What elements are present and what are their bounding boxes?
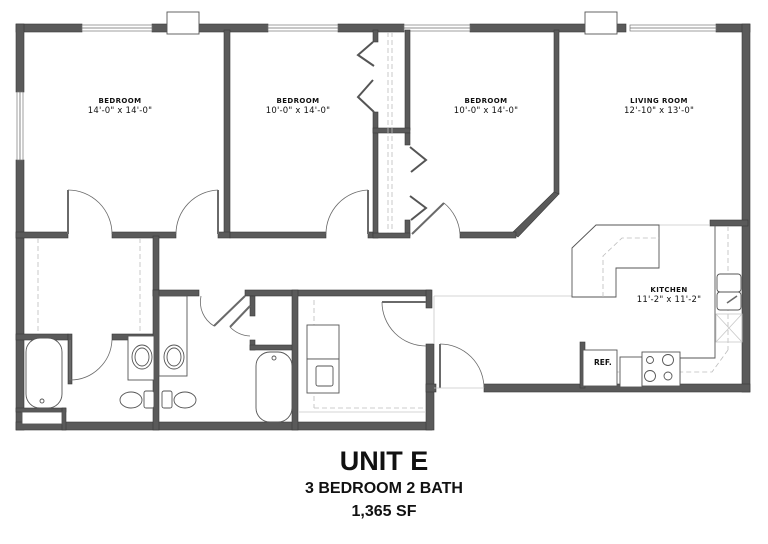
guide-lines [37,32,710,413]
room-dimensions: 10'-0" x 14'-0" [265,106,331,116]
room-name: KITCHEN [650,286,688,294]
kitchen-fixtures [571,224,743,388]
unit-square-footage: 1,365 SF [351,503,417,520]
room-name: LIVING ROOM [630,97,688,105]
room-label-living-room: LIVING ROOM 12'-10" x 13'-0" [594,96,724,116]
room-dimensions: 11'-2" x 11'-2" [636,295,702,305]
room-label-bedroom-1: BEDROOM 14'-0" x 14'-0" [60,96,180,116]
unit-title: UNIT E [339,446,429,476]
room-dimensions: 12'-10" x 13'-0" [623,106,695,116]
windows [16,11,717,161]
room-dimensions: 10'-0" x 14'-0" [453,106,519,116]
room-label-kitchen: KITCHEN 11'-2" x 11'-2" [614,285,724,305]
washer-dryer [306,324,340,394]
unit-configuration: 3 BEDROOM 2 BATH [305,480,463,497]
swing-doors [67,189,485,389]
bath-2-fixtures [158,295,293,423]
bath-1-fixtures [21,335,155,425]
room-name: BEDROOM [276,97,320,105]
room-dimensions: 14'-0" x 14'-0" [87,106,153,116]
floor-plan [15,11,751,431]
closet-doors [356,41,428,221]
room-name: BEDROOM [464,97,508,105]
room-label-bedroom-2: BEDROOM 10'-0" x 14'-0" [238,96,358,116]
refrigerator-label: REF. [594,358,612,367]
exterior-walls [15,23,751,431]
room-name: BEDROOM [98,97,142,105]
room-label-bedroom-3: BEDROOM 10'-0" x 14'-0" [426,96,546,116]
title-block: UNIT E 3 BEDROOM 2 BATH 1,365 SF [0,444,768,524]
